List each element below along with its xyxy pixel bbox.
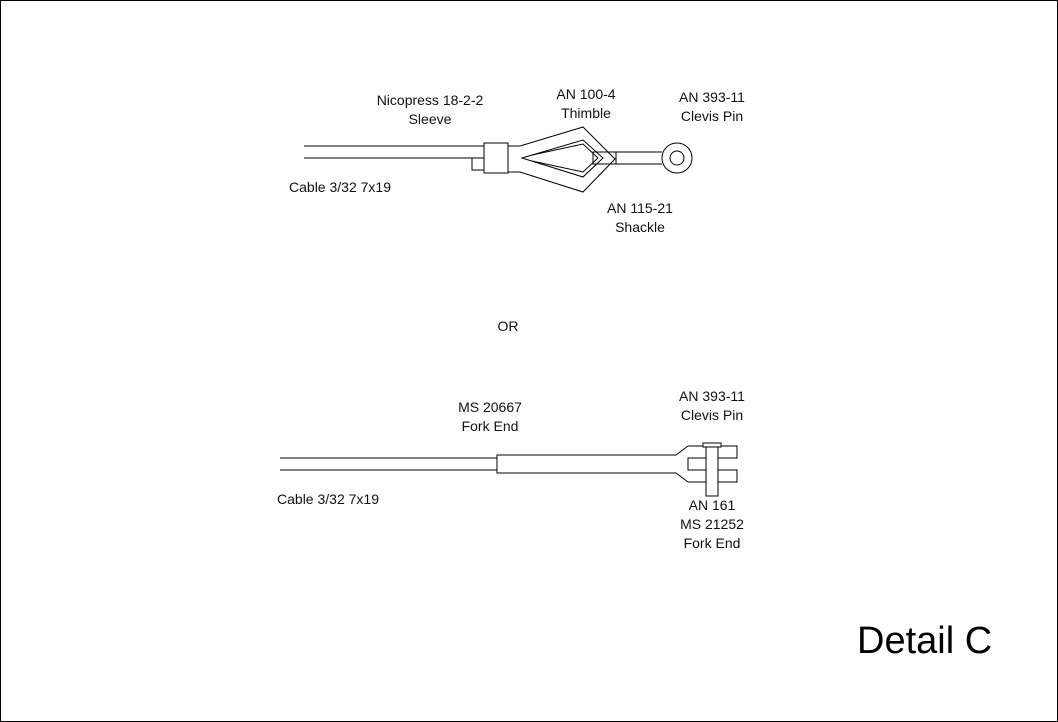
clevis-pin-head — [702, 442, 722, 448]
label-cable-2: Cable 3/32 7x19 — [277, 491, 379, 507]
shackle-eye — [661, 142, 693, 174]
shackle-body — [592, 151, 617, 165]
thimble-inner — [520, 139, 604, 178]
nicopress-sleeve — [483, 142, 509, 174]
label-or: OR — [497, 318, 519, 334]
thimble-inner2 — [531, 143, 599, 173]
fork-end-body — [496, 445, 738, 483]
cable-tail — [471, 157, 484, 171]
cable-assembly-thimble — [304, 126, 693, 193]
cable-1 — [304, 145, 484, 159]
clevis-pin — [705, 446, 719, 497]
shackle-shank — [616, 151, 662, 165]
clevis-pin-hole — [669, 150, 685, 166]
cable-2 — [280, 457, 497, 471]
cable-assembly-fork — [280, 442, 738, 497]
detail-title: Detail C — [857, 620, 993, 662]
thimble-outer — [508, 126, 616, 193]
label-cable-1: Cable 3/32 7x19 — [289, 179, 391, 195]
